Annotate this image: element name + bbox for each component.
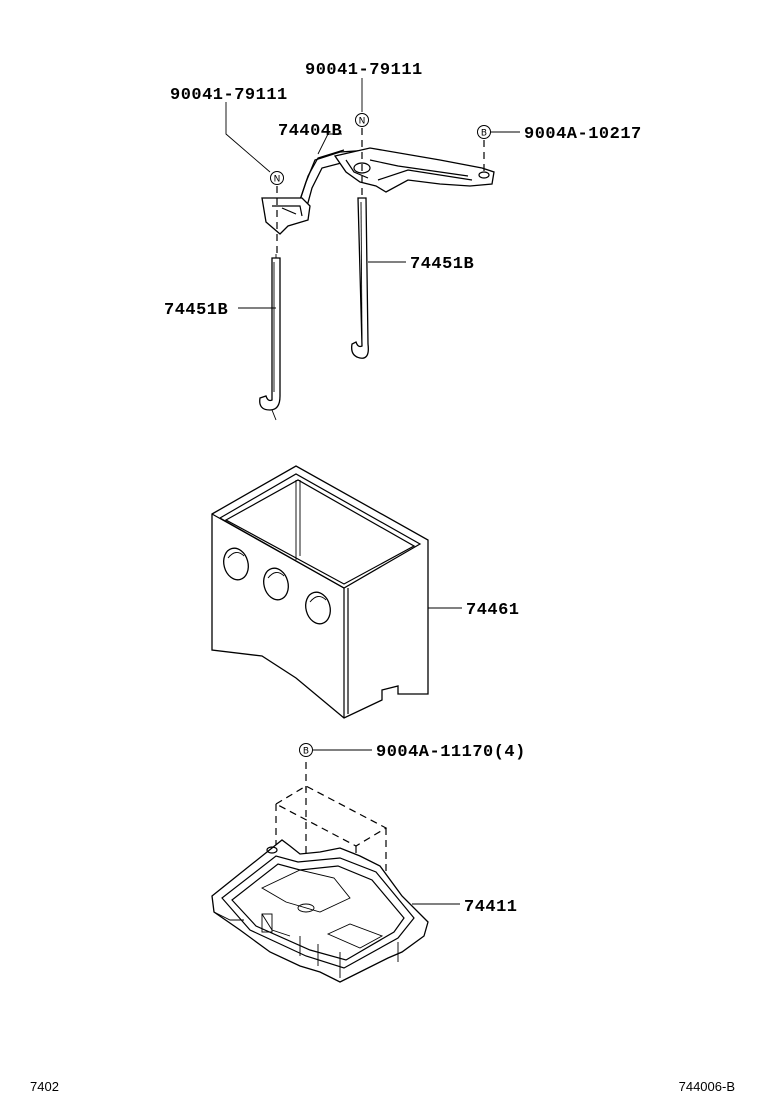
rod-left	[259, 254, 281, 421]
label-nut-right: 90041-79111	[305, 61, 423, 80]
label-rod-left: 74451B	[164, 301, 228, 320]
bolt-tray-symbol: B	[303, 747, 309, 757]
footer-right-code: 744006-B	[679, 1079, 735, 1094]
leader-lines	[225, 78, 520, 905]
nut-right-symbol: N	[359, 117, 366, 127]
label-rod-right: 74451B	[410, 255, 474, 274]
label-tray: 74411	[464, 898, 518, 917]
rod-right	[351, 197, 369, 359]
nut-right: N	[355, 113, 369, 200]
label-clamp: 74404B	[278, 122, 342, 141]
nut-left: N	[270, 171, 284, 256]
label-bolt-tray: 9004A-11170(4)	[376, 743, 526, 762]
bolt-tray: B	[299, 743, 313, 757]
label-bolt-clamp: 9004A-10217	[524, 125, 642, 144]
bolt-clamp: B	[477, 125, 491, 172]
footer-left-code: 7402	[30, 1079, 59, 1094]
battery-tray	[211, 762, 429, 983]
battery-insulator	[211, 465, 429, 719]
nut-left-symbol: N	[274, 175, 281, 185]
label-nut-left: 90041-79111	[170, 86, 288, 105]
battery-clamp	[261, 147, 495, 235]
bolt-clamp-symbol: B	[481, 129, 487, 139]
label-insulator: 74461	[466, 601, 520, 620]
